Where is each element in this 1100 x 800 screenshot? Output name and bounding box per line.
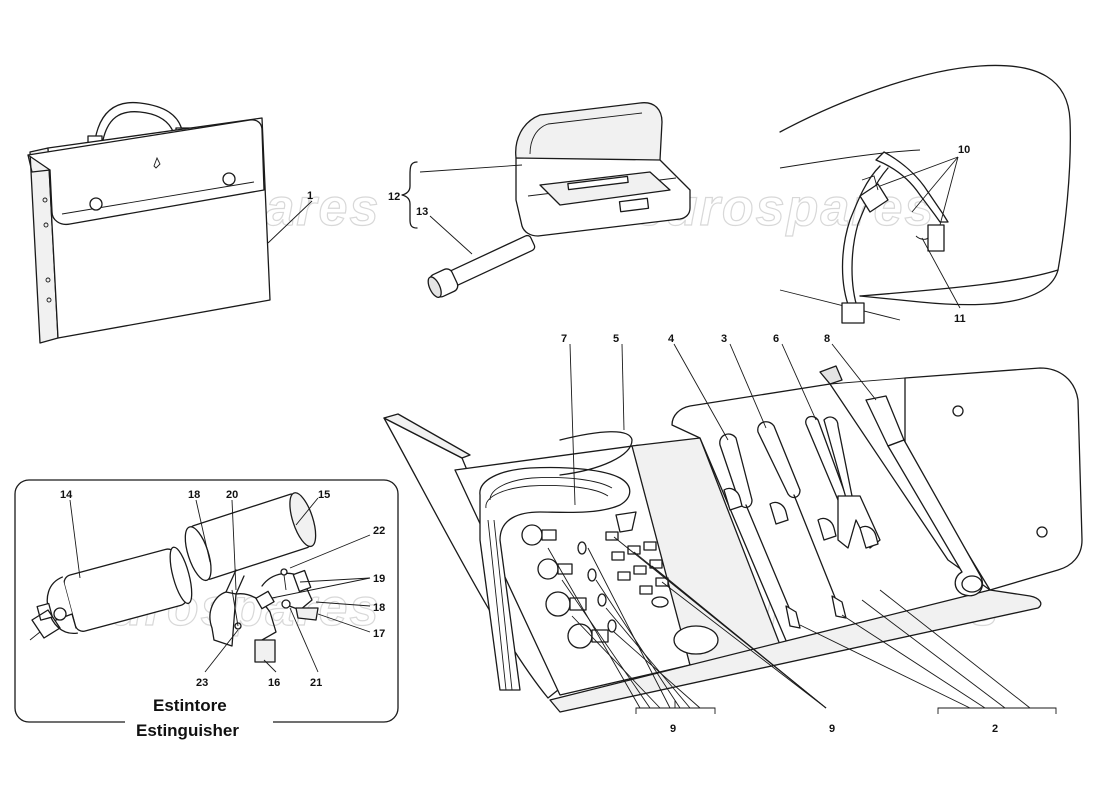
screwdriver-4 — [719, 433, 801, 629]
callout-6: 6 — [773, 333, 779, 345]
callout-5: 5 — [613, 333, 619, 345]
callout-18b: 18 — [373, 602, 385, 614]
callout-14: 14 — [60, 489, 73, 501]
callout-3: 3 — [721, 333, 727, 345]
tool-roll-illustration: 7 5 4 3 6 8 9 9 2 — [383, 333, 1083, 735]
callout-19: 19 — [373, 573, 385, 585]
callout-23: 23 — [196, 677, 208, 689]
callout-17: 17 — [373, 628, 385, 640]
callout-12: 12 — [388, 191, 400, 203]
callout-8: 8 — [824, 333, 830, 345]
briefcase-illustration: 1 — [27, 101, 313, 344]
callout-2: 2 — [992, 723, 998, 735]
callout-1: 1 — [307, 190, 313, 202]
callout-15: 15 — [318, 489, 330, 501]
trunk-strap-illustration: 10 11 — [779, 64, 1071, 325]
caption-estintore: Estintore — [153, 696, 227, 715]
callout-7: 7 — [561, 333, 567, 345]
callout-13: 13 — [416, 206, 428, 218]
callout-22: 22 — [373, 525, 385, 537]
screwdriver-3 — [757, 421, 847, 619]
extinguisher-panel: Estintore Estinguisher — [14, 479, 399, 740]
flashlight-case-illustration: 12 13 — [388, 102, 691, 298]
callout-21: 21 — [310, 677, 322, 689]
callout-9-right: 9 — [829, 723, 835, 735]
callout-11: 11 — [954, 313, 966, 325]
caption-estinguisher: Estinguisher — [136, 721, 239, 740]
callout-10: 10 — [958, 144, 970, 156]
callout-18: 18 — [188, 489, 200, 501]
callout-9-left: 9 — [670, 723, 676, 735]
wrench-8 — [865, 395, 984, 597]
callout-16: 16 — [268, 677, 280, 689]
callout-20: 20 — [226, 489, 238, 501]
callout-4: 4 — [668, 333, 675, 345]
